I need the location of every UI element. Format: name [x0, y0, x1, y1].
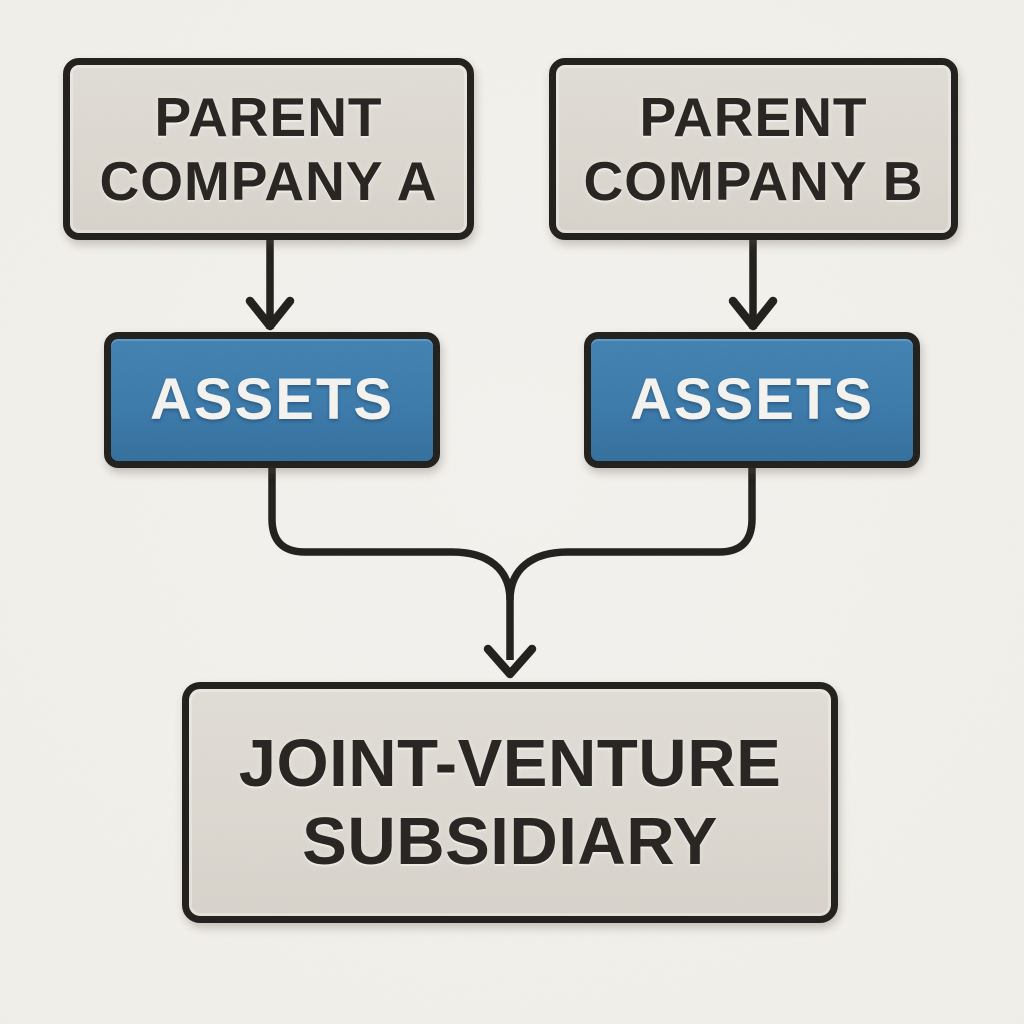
assets-b-label: ASSETS	[629, 367, 875, 432]
parent-company-b-label-line1: PARENT	[639, 86, 868, 148]
node-parent-company-a: PARENT COMPANY A	[63, 58, 474, 240]
node-parent-company-b: PARENT COMPANY B	[549, 58, 958, 240]
assets-a-label: ASSETS	[149, 367, 395, 432]
node-joint-venture-subsidiary: JOINT-VENTURE SUBSIDIARY	[182, 682, 838, 923]
edge-assets-b-to-joint-venture	[506, 468, 756, 601]
parent-company-a-label-line1: PARENT	[154, 86, 383, 148]
joint-venture-label-line2: SUBSIDIARY	[302, 803, 718, 879]
joint-venture-label-line1: JOINT-VENTURE	[238, 725, 782, 801]
arrowhead-assets-b	[728, 296, 778, 331]
arrowhead-joint-venture	[483, 644, 537, 679]
arrowhead-assets-a	[245, 296, 295, 331]
parent-company-b-label-line2: COMPANY B	[583, 150, 924, 212]
node-assets-a: ASSETS	[104, 332, 440, 468]
edge-assets-a-to-joint-venture	[268, 468, 514, 660]
node-assets-b: ASSETS	[584, 332, 920, 468]
parent-company-a-label-line2: COMPANY A	[99, 150, 438, 212]
